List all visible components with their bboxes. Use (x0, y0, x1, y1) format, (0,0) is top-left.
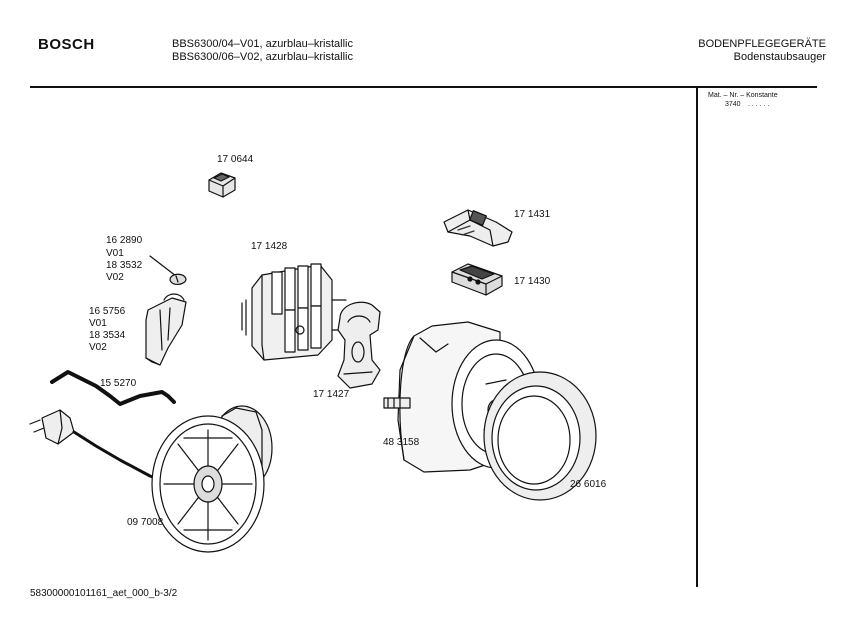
brand-logo: BOSCH (38, 36, 95, 53)
material-number-dots: . . . . . . (748, 101, 770, 108)
connector-part-171431 (443, 209, 513, 247)
part-label-165756: 16 5756 (89, 306, 126, 317)
material-number-value: 3740 (725, 101, 741, 108)
cable-reel-part-097008 (151, 405, 273, 553)
bracket-part-171427 (337, 301, 381, 389)
part-variant-162890: V01 (106, 248, 124, 259)
document-id: 58300000101161_aet_000_b-3/2 (30, 588, 178, 599)
part-label-155270: 15 5270 (100, 378, 137, 389)
material-number-label: Mat. – Nr. – Konstante (708, 92, 778, 99)
category-title: BODENPFLEGEGERÄTE (698, 38, 826, 50)
wire-part-155270 (50, 370, 176, 406)
header-divider (30, 86, 817, 88)
part-label-483158: 48 3158 (383, 437, 420, 448)
part-label-183532: 18 3532 (106, 260, 143, 271)
part-label-171430: 17 1430 (514, 276, 551, 287)
part-label-170644: 17 0644 (217, 154, 254, 165)
subcategory-title: Bodenstaubsauger (733, 51, 826, 63)
part-variant-183534: V02 (89, 342, 107, 353)
switch-part-170644 (208, 172, 236, 198)
part-variant-165756: V01 (89, 318, 107, 329)
part-label-162890: 16 2890 (106, 235, 143, 246)
model-line-1: BBS6300/04–V01, azurblau–kristallic (172, 38, 354, 50)
part-variant-183532: V02 (106, 272, 124, 283)
model-line-2: BBS6300/06–V02, azurblau–kristallic (172, 51, 354, 63)
seal-ring-part-266016 (483, 371, 597, 501)
knob-part-162890 (149, 255, 187, 285)
part-label-171431: 17 1431 (514, 209, 551, 220)
part-label-183534: 18 3534 (89, 330, 126, 341)
holder-part-165756 (145, 293, 187, 366)
part-label-266016: 26 6016 (570, 479, 607, 490)
side-divider (696, 87, 698, 587)
part-label-171428: 17 1428 (251, 241, 288, 252)
part-label-097008: 09 7008 (127, 517, 164, 528)
pcb-part-171430 (451, 263, 503, 296)
part-label-171427: 17 1427 (313, 389, 350, 400)
coil-part-171428 (241, 263, 347, 361)
